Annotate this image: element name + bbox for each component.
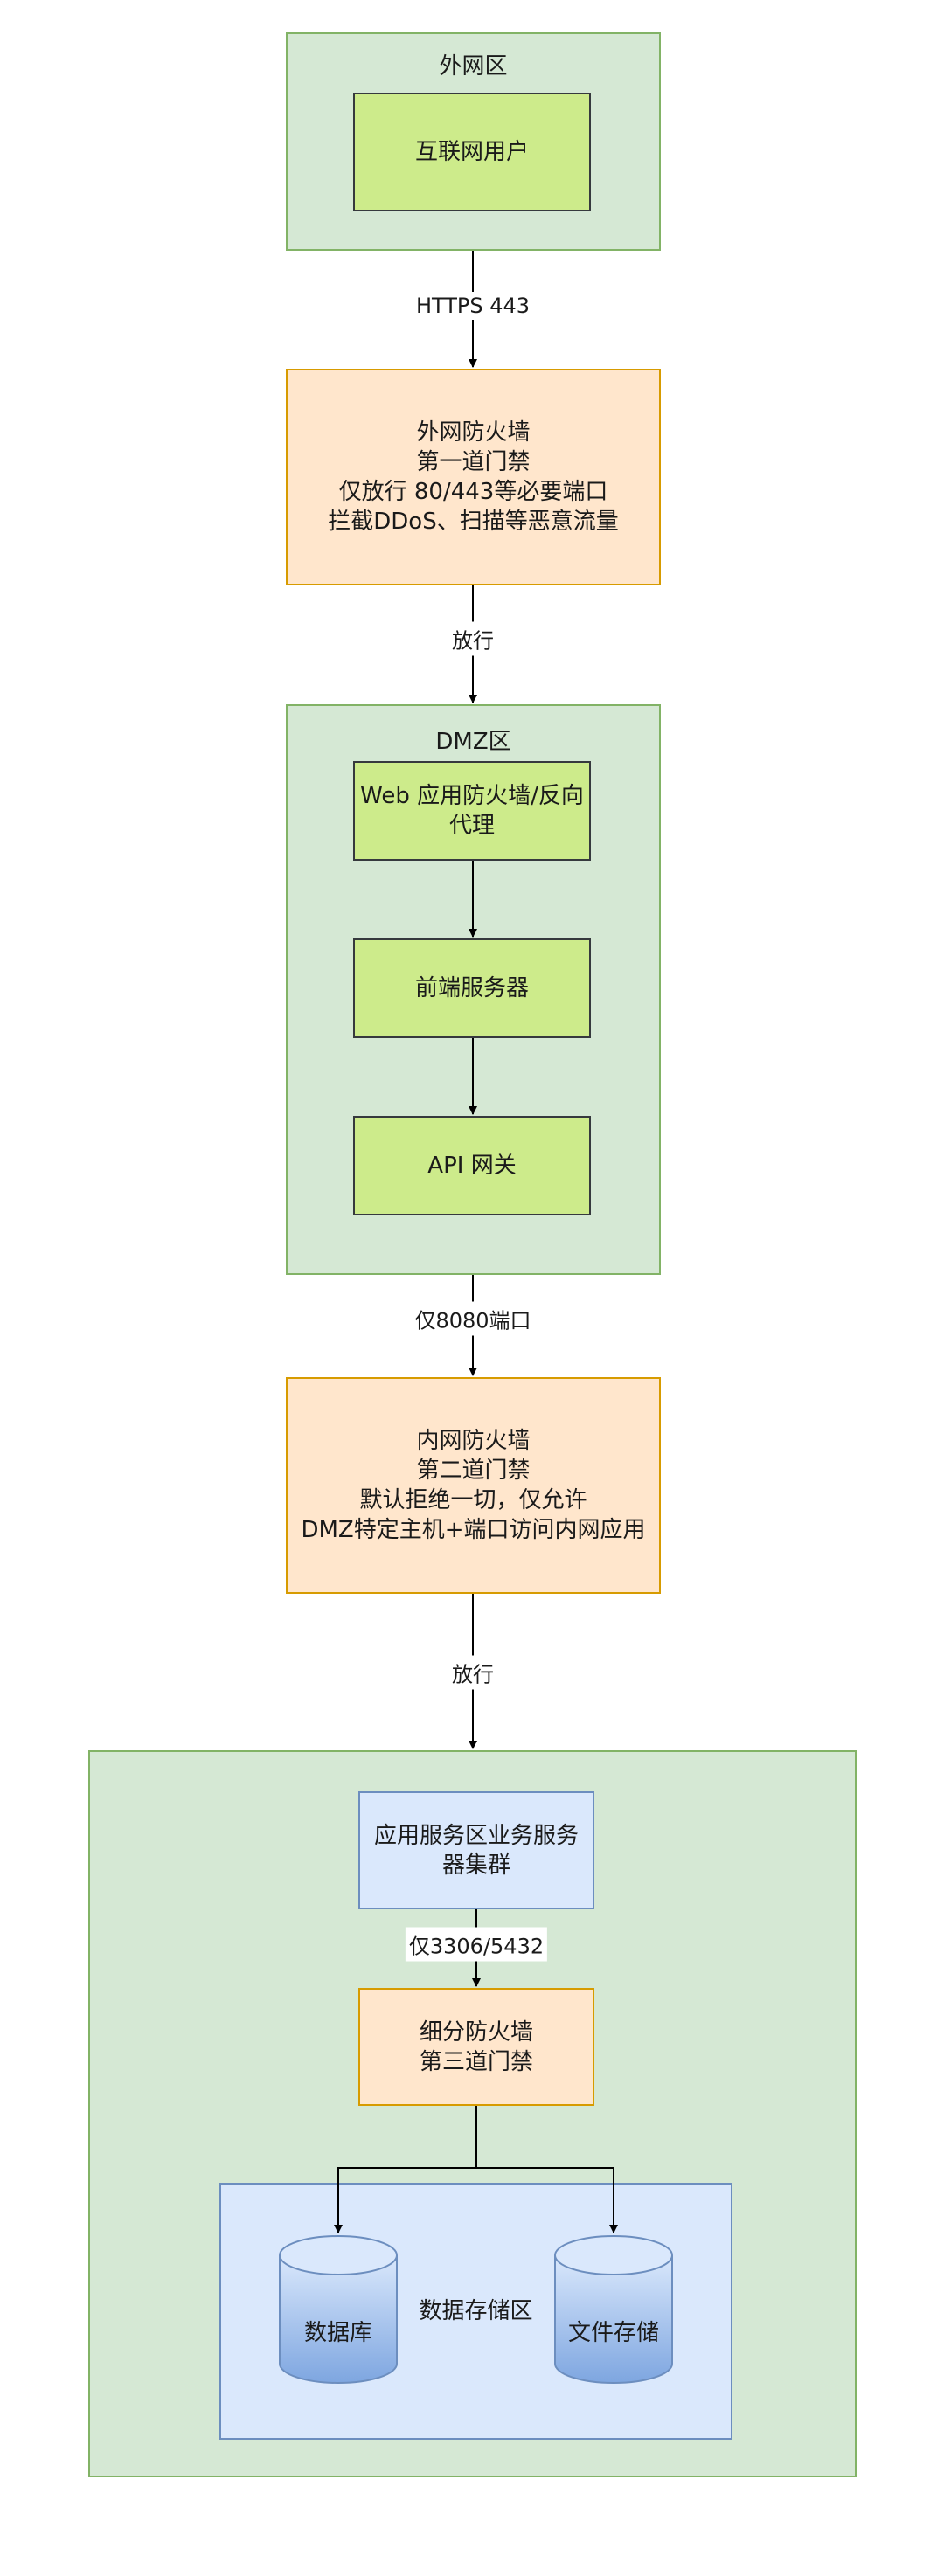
sub-firewall-label: 细分防火墙 第三道门禁 xyxy=(419,2019,533,2075)
edge-sub-firewall-to-db xyxy=(334,2106,477,2233)
internet-users-label: 互联网用户 xyxy=(414,139,529,165)
dmz-zone-title: DMZ区 xyxy=(435,729,511,755)
api-gateway-node[interactable]: API 网关 xyxy=(353,1116,591,1215)
database-label: 数据库 xyxy=(303,2320,372,2346)
internal-firewall-node[interactable]: 内网防火墙 第二道门禁 默认拒绝一切，仅允许 DMZ特定主机+端口访问内网应用 xyxy=(286,1377,661,1594)
storage-zone-title: 数据存储区 xyxy=(419,2298,533,2324)
external-firewall-label: 外网防火墙 第一道门禁 仅放行 80/443等必要端口 拦截DDoS、扫描等恶意… xyxy=(328,419,619,535)
edge-label-db-ports: 仅3306/5432 xyxy=(405,1927,548,1962)
waf-proxy-node[interactable]: Web 应用防火墙/反向 代理 xyxy=(353,761,591,861)
edge-label-allow-1: 放行 xyxy=(448,621,497,656)
file-storage-label: 文件存储 xyxy=(567,2320,659,2346)
edge-label-https: HTTPS 443 xyxy=(412,292,534,320)
sub-firewall-node[interactable]: 细分防火墙 第三道门禁 xyxy=(358,1988,594,2106)
database-node[interactable]: 数据库 xyxy=(280,2307,397,2359)
api-gateway-label: API 网关 xyxy=(427,1153,517,1179)
frontend-server-label: 前端服务器 xyxy=(414,975,529,1001)
app-cluster-node[interactable]: 应用服务区业务服务 器集群 xyxy=(358,1791,594,1909)
app-cluster-label: 应用服务区业务服务 器集群 xyxy=(373,1822,579,1879)
file-storage-node[interactable]: 文件存储 xyxy=(555,2307,672,2359)
external-zone-title: 外网区 xyxy=(439,53,508,80)
edge-label-port-8080: 仅8080端口 xyxy=(411,1301,535,1336)
external-firewall-node[interactable]: 外网防火墙 第一道门禁 仅放行 80/443等必要端口 拦截DDoS、扫描等恶意… xyxy=(286,369,661,585)
file-storage-cylinder-icon xyxy=(554,2235,673,2384)
internal-firewall-label: 内网防火墙 第二道门禁 默认拒绝一切，仅允许 DMZ特定主机+端口访问内网应用 xyxy=(301,1428,646,1543)
edge-sub-firewall-to-files xyxy=(476,2167,618,2233)
internet-users-node[interactable]: 互联网用户 xyxy=(353,93,591,211)
database-cylinder-icon xyxy=(279,2235,398,2384)
waf-proxy-label: Web 应用防火墙/反向 代理 xyxy=(360,783,584,839)
edge-label-allow-2: 放行 xyxy=(448,1655,497,1690)
frontend-server-node[interactable]: 前端服务器 xyxy=(353,938,591,1038)
